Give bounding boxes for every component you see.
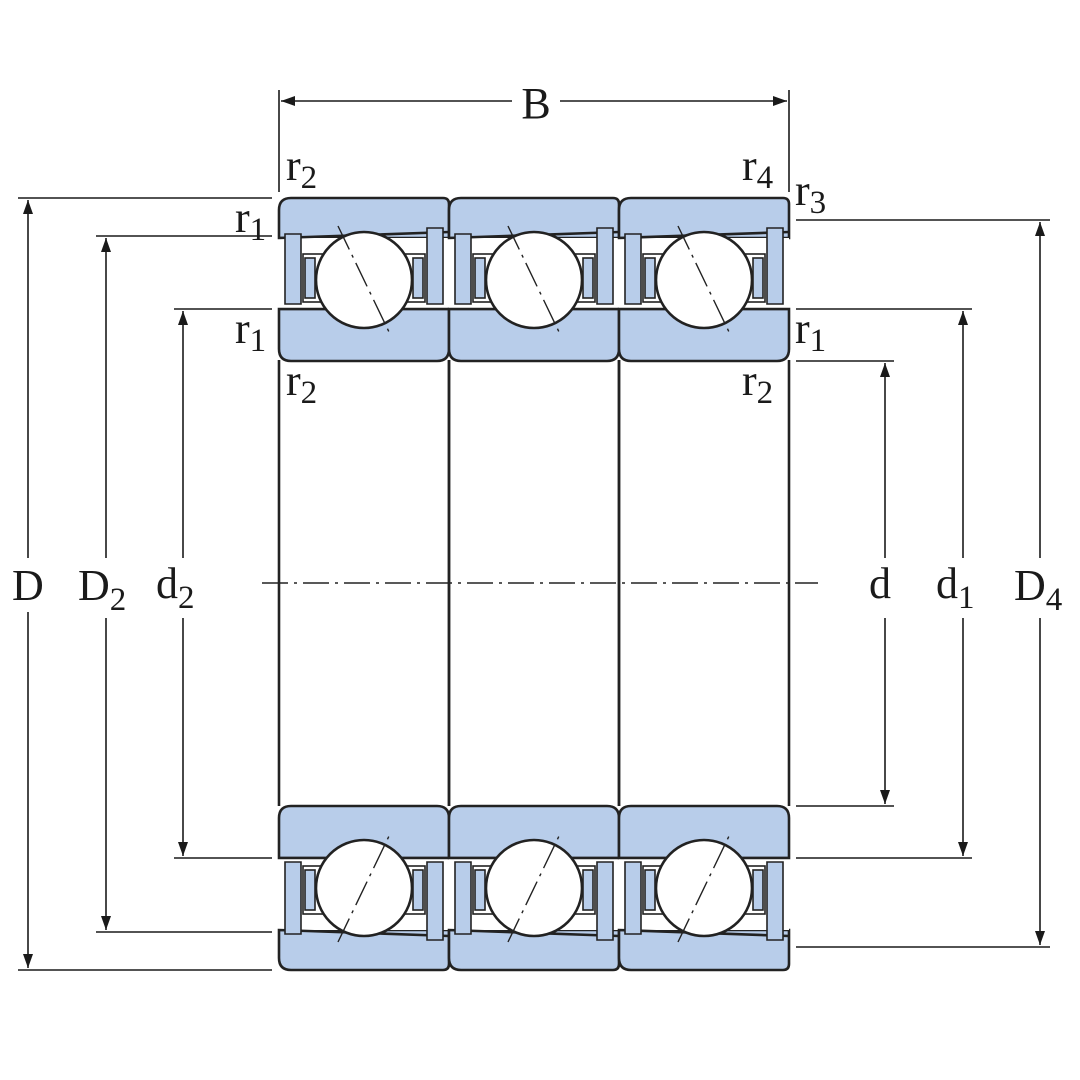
label-r2-mid-left: r2 <box>286 356 317 411</box>
label-r4-top-right: r4 <box>742 141 773 196</box>
seal-left-bottom <box>624 861 642 935</box>
label-r2-mid-right: r2 <box>742 356 773 411</box>
seal-right-bottom <box>766 861 784 941</box>
cage-insert-left-top <box>304 257 316 299</box>
label-r1-mid-right: r1 <box>795 304 826 359</box>
seal-left-bottom <box>284 861 302 935</box>
dimension-labels: B D D2 d2 d d1 D4 r2 r1 r1 r2 r4 r3 r1 r… <box>12 79 1062 618</box>
dimension-lines <box>23 96 1045 968</box>
outer-ring-bottom <box>617 928 791 972</box>
label-D: D <box>12 561 44 610</box>
extension-lines <box>18 90 1050 971</box>
label-d1: d1 <box>936 559 975 616</box>
cage-insert-left-bottom <box>644 869 656 911</box>
seal-left-top <box>284 233 302 305</box>
cage-insert-left-bottom <box>304 869 316 911</box>
cage-insert-right-bottom <box>412 869 424 911</box>
cage-insert-right-top <box>582 257 594 299</box>
seal-left-bottom <box>454 861 472 935</box>
cage-insert-left-top <box>474 257 486 299</box>
cage-insert-right-bottom <box>582 869 594 911</box>
bearing-group <box>277 196 793 972</box>
cage-insert-right-top <box>752 257 764 299</box>
seal-right-bottom <box>596 861 614 941</box>
cage-insert-right-top <box>412 257 424 299</box>
label-B: B <box>521 79 550 128</box>
cage-insert-left-bottom <box>474 869 486 911</box>
bearing-3 <box>617 196 793 972</box>
inner-ring-top <box>617 307 791 363</box>
seal-right-top <box>596 227 614 305</box>
bearing-1 <box>277 196 451 972</box>
seal-left-top <box>454 233 472 305</box>
label-r1-mid-left: r1 <box>235 304 266 359</box>
seal-left-top <box>624 233 642 305</box>
cage-insert-left-top <box>644 257 656 299</box>
outer-ring-bottom <box>277 928 451 972</box>
label-d: d <box>869 559 891 608</box>
label-r3-top-right: r3 <box>795 166 826 221</box>
outer-ring-bottom <box>447 928 621 972</box>
cage-insert-right-bottom <box>752 869 764 911</box>
contact-line-bottom <box>677 833 731 943</box>
label-D4: D4 <box>1014 561 1062 618</box>
contact-line-bottom <box>507 833 561 943</box>
label-D2: D2 <box>78 561 126 618</box>
contact-line-top <box>507 225 561 335</box>
seal-right-bottom <box>426 861 444 941</box>
contact-line-top <box>337 225 391 335</box>
label-d2: d2 <box>156 559 195 616</box>
label-r2-top-left: r2 <box>286 141 317 196</box>
contact-line-bottom <box>337 833 391 943</box>
contact-line-top <box>677 225 731 335</box>
bearing-2 <box>447 196 621 972</box>
seal-right-top <box>426 227 444 305</box>
seal-right-top <box>766 227 784 305</box>
label-r1-top-left: r1 <box>235 193 266 248</box>
